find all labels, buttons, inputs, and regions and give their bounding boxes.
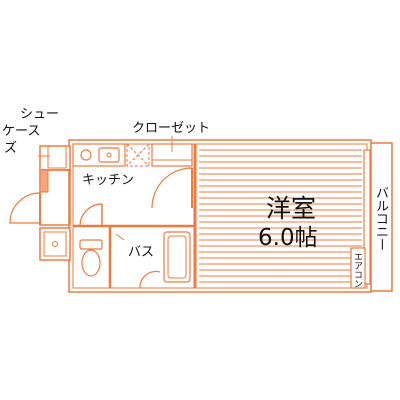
closet-label: クローゼット — [132, 121, 211, 136]
sink — [98, 147, 120, 163]
toilet-door-swing — [79, 203, 103, 227]
fridge-space — [126, 143, 150, 167]
sink-drain-icon — [106, 152, 112, 158]
entrance-door-swing — [9, 192, 41, 224]
balcony-label: バルコニー — [373, 186, 388, 251]
room-name-label: 洋室 — [266, 194, 317, 223]
room-door-swing — [151, 167, 193, 209]
shoe-case — [47, 145, 67, 169]
drain-icon — [52, 241, 58, 247]
shoe-case-label-line3: ズ — [4, 141, 18, 156]
entrance-wall — [39, 169, 71, 226]
bath-step — [115, 233, 125, 241]
laundry-pan — [39, 227, 71, 261]
entrance-step — [39, 169, 49, 193]
shoe-case-label-line1: シュー — [20, 107, 60, 122]
stove-burner-icon — [80, 149, 92, 161]
bathtub-inner — [167, 235, 187, 279]
window-frame — [363, 149, 371, 285]
laundry-pan-inner — [43, 231, 67, 257]
bath-door-swing — [139, 270, 161, 289]
aircon-label: エアコン — [352, 252, 362, 288]
toilet-bowl-icon — [81, 249, 101, 277]
fridge-cross-2 — [126, 143, 150, 167]
room-floor-hatch — [199, 149, 362, 283]
toilet-tank — [79, 239, 103, 250]
kitchen-label: キッチン — [82, 173, 135, 188]
bathtub — [163, 231, 191, 283]
shoe-case-label-line2: ケース — [2, 124, 41, 139]
bath-label: バス — [128, 245, 155, 260]
aircon-unit — [350, 247, 366, 289]
room-size-label: 6.0帖 — [258, 225, 318, 251]
